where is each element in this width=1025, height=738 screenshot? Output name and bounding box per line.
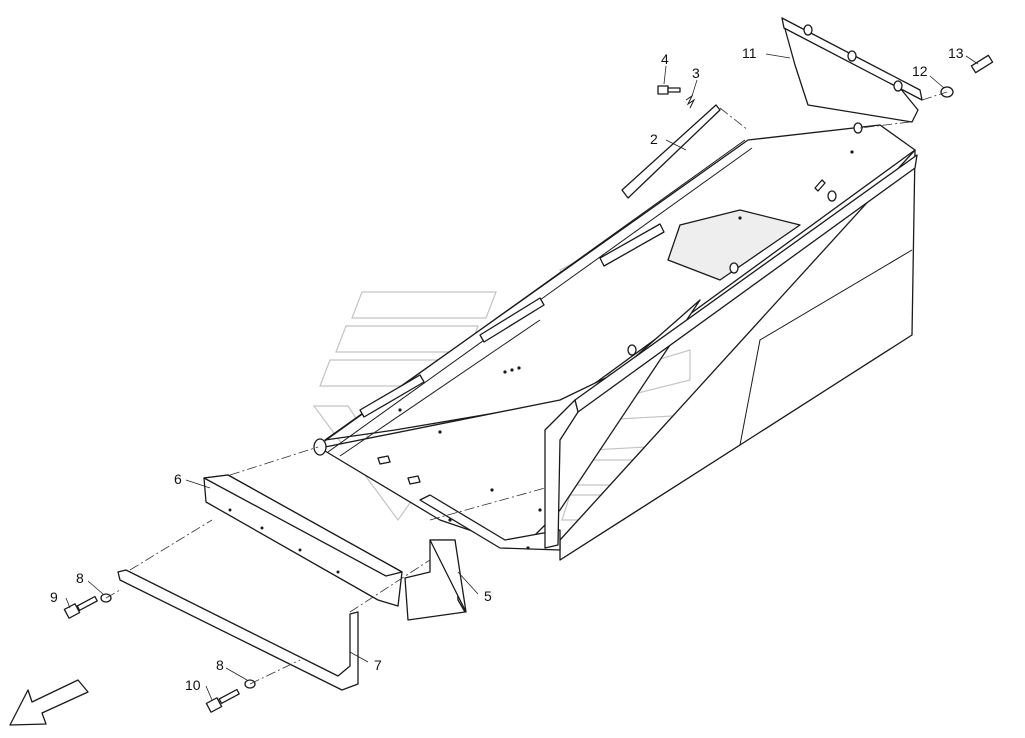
callout-labels: 2 3 4 5 6 7 8 8 9 10 11 12 13	[50, 45, 964, 693]
part-4-bolt	[657, 85, 681, 95]
callout-4: 4	[661, 51, 669, 67]
part-11-top-plate	[781, 17, 923, 123]
direction-arrow-icon	[9, 679, 89, 726]
callout-11: 11	[742, 45, 757, 61]
callout-10: 10	[185, 677, 201, 693]
callout-9: 9	[50, 589, 58, 605]
part-13-bolt	[970, 54, 994, 74]
callout-5: 5	[484, 588, 492, 604]
part-6-flap	[203, 474, 403, 607]
part-9-bolt	[63, 595, 98, 619]
part-7-bracket	[117, 569, 359, 691]
leader-lines	[65, 53, 979, 701]
callout-8a: 8	[76, 570, 84, 586]
assembly-center-lines	[105, 91, 948, 685]
callout-7: 7	[374, 657, 382, 673]
part-3-spring	[685, 94, 696, 109]
callout-3: 3	[692, 65, 700, 81]
callout-13: 13	[948, 45, 964, 61]
callout-6: 6	[174, 471, 182, 487]
callout-8b: 8	[216, 657, 224, 673]
part-10-bolt	[205, 688, 240, 713]
callout-12: 12	[912, 63, 928, 79]
part-5-side-plate	[404, 539, 467, 621]
part-1-hood-body	[313, 122, 918, 561]
callout-2: 2	[650, 131, 658, 147]
part-2-strip	[621, 104, 721, 199]
